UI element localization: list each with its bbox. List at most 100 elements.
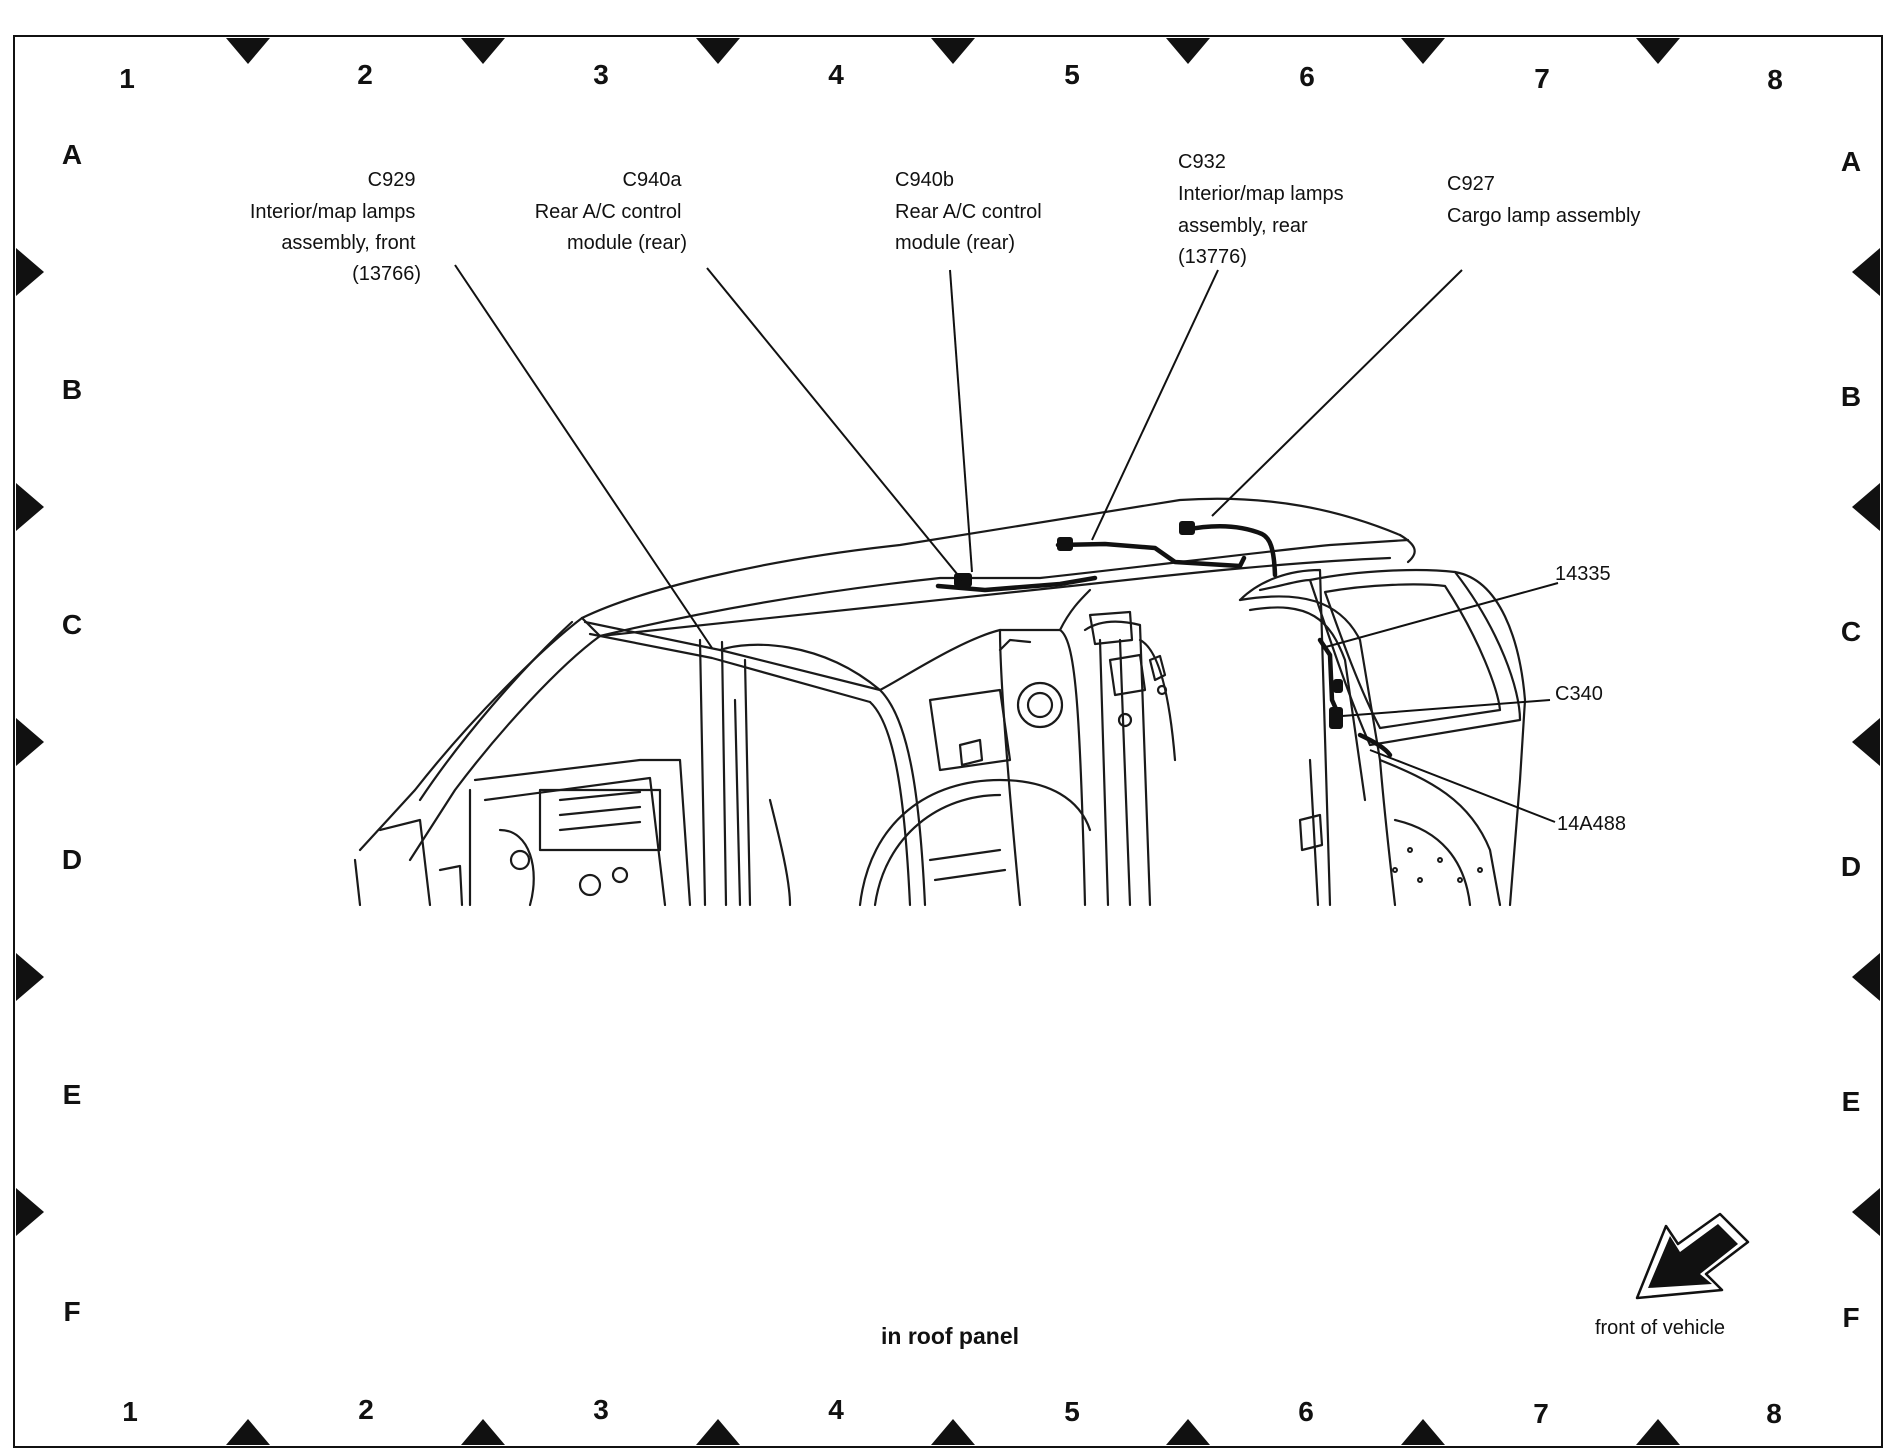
grid-marker-triangle — [16, 248, 44, 296]
grid-marker-triangle — [461, 1419, 505, 1445]
col-label: 2 — [358, 1394, 374, 1425]
callout-line: Interior/map lamps — [250, 201, 416, 223]
grid-marker-triangle — [226, 38, 270, 64]
col-label: 8 — [1767, 64, 1783, 95]
callout-c927: C927 Cargo lamp assembly — [1447, 173, 1640, 227]
arrow-icon-fill — [1648, 1224, 1738, 1288]
callout-line: C927 — [1447, 173, 1495, 195]
callout-line: assembly, front — [281, 232, 416, 254]
callout-line: (13766) — [352, 263, 421, 285]
grid-marker-triangle — [1852, 248, 1880, 296]
row-label: C — [1841, 616, 1861, 647]
leader-14a488 — [1369, 749, 1556, 823]
col-label: 1 — [119, 63, 135, 94]
front-of-vehicle-label: front of vehicle — [1595, 1317, 1725, 1339]
grid-marker-triangle — [1166, 1419, 1210, 1445]
callout-line: Rear A/C control — [895, 201, 1042, 223]
row-labels-left: A B C D E F — [62, 139, 82, 1327]
row-labels-right: A B C D E F — [1841, 146, 1861, 1333]
connectors — [954, 521, 1343, 729]
col-label: 2 — [357, 59, 373, 90]
callout-line: C940a — [623, 169, 683, 191]
grid-marker-triangle — [931, 38, 975, 64]
row-label: E — [63, 1079, 82, 1110]
col-label: 5 — [1064, 1396, 1080, 1427]
callout-line: Interior/map lamps — [1178, 183, 1344, 205]
grid-marker-triangle — [1852, 483, 1880, 531]
column-labels-top: 1 2 3 4 5 6 7 8 — [119, 59, 1783, 95]
leader-c932 — [1091, 269, 1219, 541]
col-label: 6 — [1299, 61, 1315, 92]
front-of-vehicle-indicator: front of vehicle — [1595, 1212, 1750, 1339]
grid-marker-triangle — [16, 1188, 44, 1236]
grid-marker-triangle — [1166, 38, 1210, 64]
col-label: 1 — [122, 1396, 138, 1427]
callout-c940b: C940b Rear A/C control module (rear) — [895, 169, 1047, 254]
grid-marker-triangle — [931, 1419, 975, 1445]
leader-14335 — [1321, 582, 1559, 649]
callout-line: C940b — [895, 169, 954, 191]
grid-marker-triangle — [1852, 1188, 1880, 1236]
grid-markers — [16, 38, 1880, 1445]
grid-marker-triangle — [1401, 1419, 1445, 1445]
callout-line: module (rear) — [895, 232, 1015, 254]
col-label: 3 — [593, 1394, 609, 1425]
col-label: 8 — [1766, 1398, 1782, 1429]
leader-c927 — [1211, 269, 1463, 517]
callout-line: C932 — [1178, 151, 1226, 173]
grid-marker-triangle — [696, 1419, 740, 1445]
row-label: E — [1842, 1086, 1861, 1117]
callout-line: (13776) — [1178, 246, 1247, 268]
col-label: 4 — [828, 59, 844, 90]
row-label: A — [1841, 146, 1861, 177]
callout-line: Cargo lamp assembly — [1447, 205, 1640, 227]
grid-marker-triangle — [16, 483, 44, 531]
row-label: F — [1842, 1302, 1859, 1333]
diagram-frame — [13, 35, 1883, 1448]
row-label: B — [1841, 381, 1861, 412]
row-label: D — [62, 844, 82, 875]
leader-lines — [454, 264, 1559, 823]
grid-marker-triangle — [226, 1419, 270, 1445]
drawing-cutoff-mask — [300, 906, 1600, 946]
diagram-caption: in roof panel — [881, 1323, 1019, 1349]
callout-c340: C340 — [1555, 683, 1603, 705]
grid-marker-triangle — [16, 718, 44, 766]
callout-c940a: C940a Rear A/C control module (rear) — [535, 169, 687, 254]
col-label: 7 — [1534, 63, 1550, 94]
grid-marker-triangle — [1852, 953, 1880, 1001]
callout-c932: C932 Interior/map lamps assembly, rear (… — [1178, 151, 1349, 268]
callout-c929: C929 Interior/map lamps assembly, front … — [250, 169, 421, 285]
leader-c340 — [1341, 699, 1551, 717]
grid-marker-triangle — [461, 38, 505, 64]
callout-14a488: 14A488 — [1557, 813, 1626, 835]
column-labels-bottom: 1 2 3 4 5 6 7 8 — [122, 1394, 1782, 1429]
callout-line: C929 — [368, 169, 416, 191]
row-label: A — [62, 139, 82, 170]
leader-c929 — [454, 264, 713, 649]
row-label: D — [1841, 851, 1861, 882]
col-label: 6 — [1298, 1396, 1314, 1427]
col-label: 3 — [593, 59, 609, 90]
wiring-harness — [935, 523, 1393, 758]
callout-line: module (rear) — [567, 232, 687, 254]
callout-14335: 14335 — [1555, 563, 1611, 585]
leader-c940a — [706, 267, 963, 581]
grid-marker-triangle — [1636, 1419, 1680, 1445]
row-label: C — [62, 609, 82, 640]
callout-line: assembly, rear — [1178, 215, 1308, 237]
row-label: B — [62, 374, 82, 405]
row-label: F — [63, 1296, 80, 1327]
grid-marker-triangle — [1401, 38, 1445, 64]
col-label: 4 — [828, 1394, 844, 1425]
col-label: 5 — [1064, 59, 1080, 90]
col-label: 7 — [1533, 1398, 1549, 1429]
grid-marker-triangle — [16, 953, 44, 1001]
callout-line: Rear A/C control — [535, 201, 682, 223]
vehicle-body-illustration — [353, 497, 1527, 907]
grid-marker-triangle — [1852, 718, 1880, 766]
grid-marker-triangle — [1636, 38, 1680, 64]
grid-marker-triangle — [696, 38, 740, 64]
leader-c940b — [949, 269, 973, 573]
